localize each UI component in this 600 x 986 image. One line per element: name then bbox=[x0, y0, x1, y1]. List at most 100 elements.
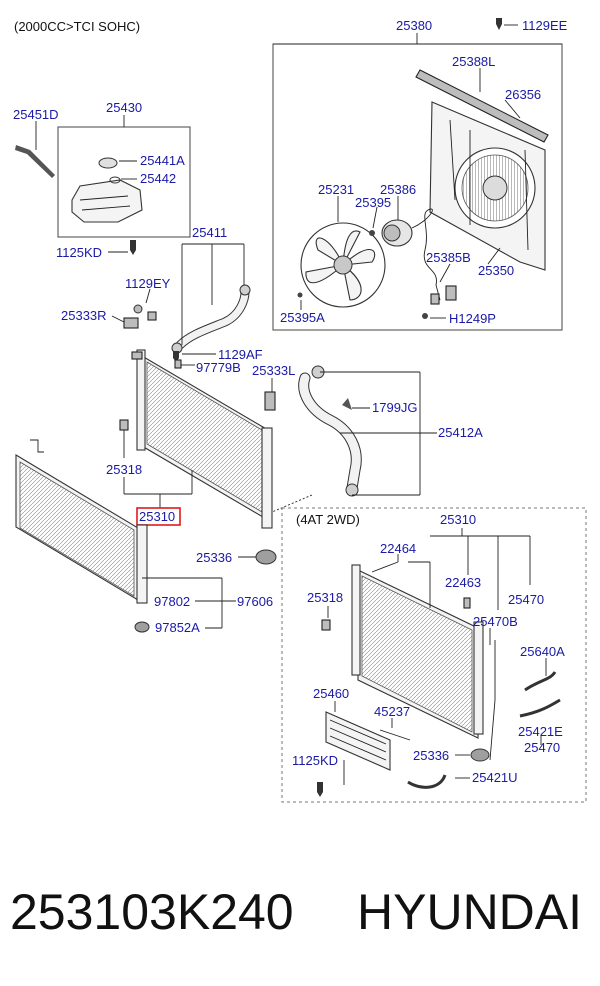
bolt-h1249p bbox=[422, 313, 428, 319]
radiator-left-tank bbox=[136, 349, 146, 451]
hose-clamp-upper bbox=[239, 284, 251, 296]
label-26356: 26356 bbox=[505, 87, 541, 102]
mount-1129ey bbox=[133, 304, 143, 314]
label-1129ey: 1129EY bbox=[125, 276, 171, 291]
label-25333l: 25333L bbox=[252, 363, 295, 378]
label-97606: 97606 bbox=[237, 594, 273, 609]
label-1125kd: 1125KD bbox=[56, 245, 102, 260]
drain-plug-25333l bbox=[264, 391, 276, 411]
screw-25395a bbox=[297, 292, 303, 298]
insulator-25336-at bbox=[470, 748, 490, 762]
label-97852a: 97852A bbox=[155, 620, 200, 635]
label-1125kd-at: 1125KD bbox=[292, 753, 338, 768]
label-25421e: 25421E bbox=[518, 724, 563, 739]
lower-hose-clamp-bottom bbox=[345, 483, 359, 497]
fan-motor bbox=[381, 219, 413, 247]
oil-cooler bbox=[325, 711, 391, 771]
label-1129ee: 1129EE bbox=[522, 18, 568, 33]
condenser-group: 97802 97606 97852A bbox=[15, 439, 273, 635]
condenser-core bbox=[19, 461, 135, 597]
bracket-25333r bbox=[123, 317, 139, 329]
label-25336: 25336 bbox=[196, 550, 232, 565]
radiator-at-left-tank bbox=[351, 564, 361, 676]
label-25336-at: 25336 bbox=[413, 748, 449, 763]
clip-25333r bbox=[147, 311, 157, 321]
label-25470-at: 25470 bbox=[524, 740, 560, 755]
fan-connector-2 bbox=[430, 293, 440, 305]
label-25385b: 25385B bbox=[426, 250, 471, 265]
oil-cooler-hoses bbox=[519, 671, 561, 718]
label-25231: 25231 bbox=[318, 182, 354, 197]
label-1129af: 1129AF bbox=[218, 347, 263, 362]
radiator-core bbox=[146, 361, 263, 513]
bracket-45237 bbox=[379, 729, 411, 741]
fan-assembly-group: 25380 1129EE 25388L 26356 25231 25386 25… bbox=[272, 18, 568, 331]
label-25470: 25470 bbox=[508, 592, 544, 607]
engine-note: (2000CC>TCI SOHC) bbox=[14, 19, 140, 34]
footer-brand: HYUNDAI bbox=[357, 884, 583, 940]
label-25460: 25460 bbox=[313, 686, 349, 701]
bolt-1125kd bbox=[130, 240, 136, 255]
clip-1799jg bbox=[342, 398, 352, 410]
radiator-at-right-tank bbox=[473, 621, 484, 735]
reservoir-group: 25451D 25430 25441A 25442 1125KD bbox=[13, 100, 191, 260]
awd-note: (4AT 2WD) bbox=[296, 512, 360, 527]
lower-hose-group: 1799JG 25412A bbox=[271, 365, 483, 513]
label-25470b: 25470B bbox=[473, 614, 518, 629]
awd-variant-group: (4AT 2WD) 25310 22464 bbox=[281, 507, 587, 803]
upper-hose bbox=[176, 288, 249, 349]
radiator-at-core bbox=[361, 575, 473, 733]
label-25310-at: 25310 bbox=[440, 512, 476, 527]
label-25395a: 25395A bbox=[280, 310, 325, 325]
fan-blade bbox=[300, 222, 386, 308]
lower-hose bbox=[299, 373, 361, 493]
fan-wiring bbox=[411, 208, 441, 301]
label-25318-at: 25318 bbox=[307, 590, 343, 605]
label-25442: 25442 bbox=[140, 171, 176, 186]
label-1799jg: 1799JG bbox=[372, 400, 418, 415]
label-22463: 22463 bbox=[445, 575, 481, 590]
upper-hose-group: 25411 bbox=[171, 225, 251, 354]
label-25333r: 25333R bbox=[61, 308, 107, 323]
label-25451d: 25451D bbox=[13, 107, 59, 122]
label-25421u: 25421U bbox=[472, 770, 518, 785]
label-h1249p: H1249P bbox=[449, 311, 496, 326]
label-25412a: 25412A bbox=[438, 425, 483, 440]
label-25350: 25350 bbox=[478, 263, 514, 278]
bolt-1129af bbox=[173, 351, 179, 362]
reservoir-hose-clip bbox=[15, 145, 55, 178]
label-25441a: 25441A bbox=[140, 153, 185, 168]
highlight-25310 bbox=[136, 507, 181, 526]
label-45237: 45237 bbox=[374, 704, 410, 719]
label-22464: 22464 bbox=[380, 541, 416, 556]
fitting-22463 bbox=[463, 597, 471, 609]
insulator-97852a bbox=[134, 621, 150, 633]
label-25386: 25386 bbox=[380, 182, 416, 197]
clip-97779b bbox=[174, 359, 182, 369]
reservoir-tank bbox=[71, 179, 143, 223]
shroud-top-bracket bbox=[415, 69, 549, 143]
bolt-1129ee bbox=[496, 18, 502, 30]
label-25318: 25318 bbox=[106, 462, 142, 477]
condenser-bracket bbox=[30, 439, 44, 453]
radiator-main: 1129EY 25333R 1129AF 97779B 25333L 25318… bbox=[61, 276, 295, 565]
label-25380: 25380 bbox=[396, 18, 432, 33]
label-25411: 25411 bbox=[192, 225, 227, 240]
radiator-inlet bbox=[131, 351, 143, 360]
label-25310: 25310 bbox=[139, 509, 175, 524]
reservoir-cap bbox=[98, 157, 118, 169]
label-25395: 25395 bbox=[355, 195, 391, 210]
receiver-drier bbox=[136, 524, 148, 604]
bracket-25318-at bbox=[321, 619, 331, 631]
screw-25395 bbox=[369, 230, 375, 236]
label-25640a: 25640A bbox=[520, 644, 565, 659]
footer-part-number: 253103K240 bbox=[10, 884, 294, 940]
label-97802: 97802 bbox=[154, 594, 190, 609]
bracket-25318 bbox=[119, 419, 129, 431]
fan-connector bbox=[445, 285, 457, 301]
label-25388l: 25388L bbox=[452, 54, 495, 69]
fan-shroud bbox=[429, 101, 546, 271]
label-25430: 25430 bbox=[106, 100, 142, 115]
insulator-25336 bbox=[255, 549, 277, 565]
